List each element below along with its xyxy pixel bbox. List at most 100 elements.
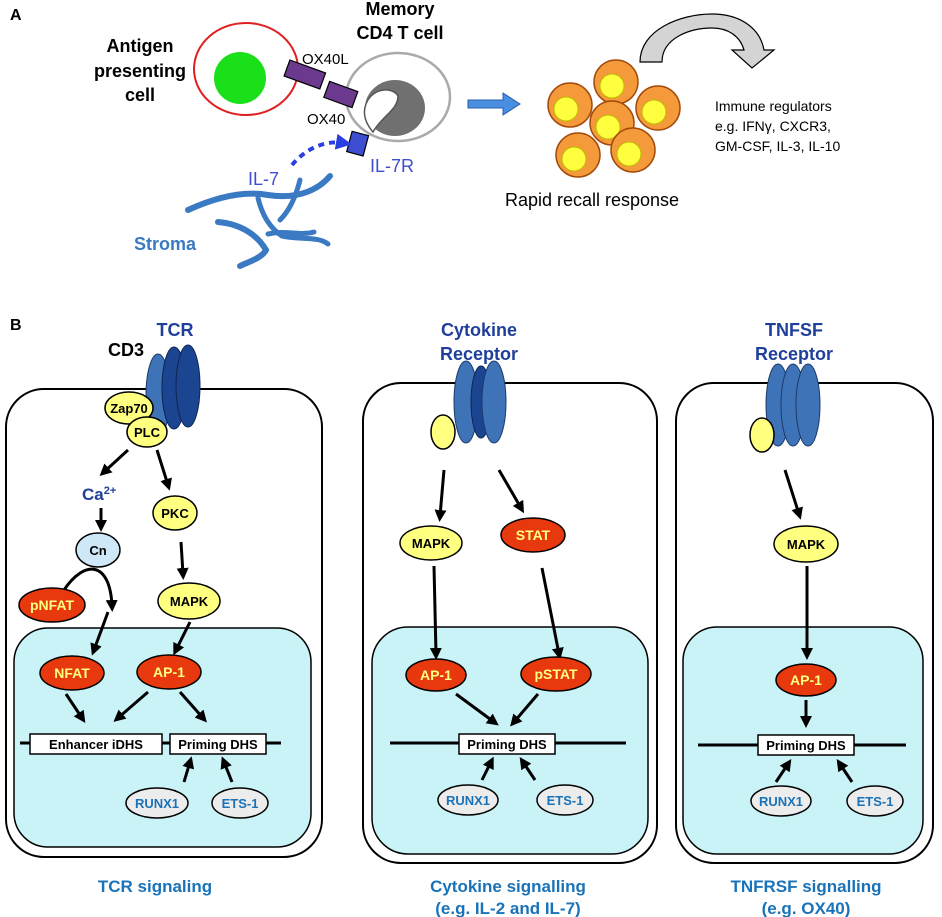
tnfsf-mapk-label: MAPK bbox=[787, 537, 826, 552]
cytokine-ets1-node bbox=[536, 784, 594, 816]
cytokine-priming-box bbox=[458, 733, 556, 755]
panel-b-label: B bbox=[10, 317, 22, 334]
il7-dashed-arrow bbox=[290, 133, 352, 167]
tnfsf-ets1-label: ETS-1 bbox=[857, 794, 894, 809]
il7-label: IL-7 bbox=[248, 169, 279, 189]
cytokine-ets1-arrow bbox=[519, 757, 537, 781]
pkc-node bbox=[152, 495, 198, 531]
ox40-receptor bbox=[323, 80, 359, 109]
tnfsf-receptor-3 bbox=[795, 363, 821, 447]
runx1-label: RUNX1 bbox=[135, 796, 179, 811]
cn-dephosphorylation-arrow bbox=[62, 567, 118, 612]
tnfsf-panel: TNFSF Receptor MAPK AP-1 Priming DHS RUN… bbox=[675, 320, 934, 917]
runx1-arrow bbox=[182, 756, 195, 783]
plc-to-pkc-arrow bbox=[155, 449, 172, 491]
cytokine-caption-2: (e.g. IL-2 and IL-7) bbox=[435, 899, 580, 917]
tcr-label: TCR bbox=[157, 320, 194, 340]
tnfsf-caption-2: (e.g. OX40) bbox=[762, 899, 851, 917]
plc-label: PLC bbox=[134, 425, 161, 440]
receptor-to-mapk-arrow bbox=[434, 469, 447, 522]
pstat-node bbox=[520, 656, 592, 692]
tcr-priming-label: Priming DHS bbox=[178, 737, 258, 752]
tnfsf-receptor-to-mapk-arrow bbox=[783, 469, 803, 520]
ap1-to-priming-arrow-2 bbox=[455, 692, 499, 726]
stat-label: STAT bbox=[516, 527, 551, 543]
tnfsf-runx1-arrow bbox=[774, 759, 792, 783]
il7r-label: IL-7R bbox=[370, 156, 414, 176]
regulators-line3: GM-CSF, IL-3, IL-10 bbox=[715, 138, 840, 154]
tnfsf-receptor-label-1: TNFSF bbox=[765, 320, 823, 340]
receptor-to-stat-arrow bbox=[497, 469, 525, 514]
apc-label-line1: Antigen bbox=[107, 36, 174, 56]
cytokine-receptor-label-2: Receptor bbox=[440, 344, 518, 364]
ca-label: Ca2+ bbox=[82, 485, 116, 504]
tnfsf-caption-1: TNFRSF signalling bbox=[730, 877, 881, 896]
stroma-fibers bbox=[185, 173, 333, 269]
memory-label-line2: CD4 T cell bbox=[356, 23, 443, 43]
cd3-label: CD3 bbox=[108, 340, 144, 360]
ap1-to-enhancer-arrow bbox=[113, 690, 149, 722]
recall-label: Rapid recall response bbox=[505, 190, 679, 210]
cytokine-kinase bbox=[430, 414, 456, 450]
mapk-node bbox=[157, 582, 221, 620]
cytokine-caption-1: Cytokine signalling bbox=[430, 877, 586, 896]
regulators-line1: Immune regulators bbox=[715, 98, 832, 114]
tnfsf-priming-box bbox=[757, 734, 855, 756]
ap1-node bbox=[136, 654, 202, 690]
tnfsf-mapk-node bbox=[773, 525, 839, 563]
cytokine-priming-label: Priming DHS bbox=[467, 737, 547, 752]
curved-arrow bbox=[639, 13, 776, 69]
stroma-label: Stroma bbox=[134, 234, 197, 254]
nfat-label: NFAT bbox=[54, 665, 90, 681]
pnfat-node bbox=[18, 587, 86, 623]
cytokine-ets1-label: ETS-1 bbox=[547, 793, 584, 808]
ap1-label: AP-1 bbox=[153, 664, 185, 680]
cytokine-ap1-node bbox=[405, 658, 467, 692]
cytokine-receptor-label-1: Cytokine bbox=[441, 320, 517, 340]
pkc-label: PKC bbox=[161, 506, 189, 521]
nfat-node bbox=[39, 655, 105, 691]
ets1-label: ETS-1 bbox=[222, 796, 259, 811]
tcr-priming-box bbox=[169, 733, 267, 755]
cytokine-runx1-arrow bbox=[480, 756, 494, 781]
tnfsf-priming-label: Priming DHS bbox=[766, 738, 846, 753]
pnfat-label: pNFAT bbox=[30, 597, 75, 613]
apc-label-line2: presenting bbox=[94, 61, 186, 81]
cn-node bbox=[75, 532, 121, 568]
tcr-caption: TCR signaling bbox=[98, 877, 212, 896]
cytokine-ap1-label: AP-1 bbox=[420, 667, 452, 683]
transition-arrow bbox=[467, 92, 521, 116]
memory-t-cell bbox=[344, 51, 452, 143]
zap70-label: Zap70 bbox=[110, 401, 148, 416]
il7r-receptor bbox=[345, 130, 370, 157]
zap70-node bbox=[104, 391, 154, 425]
pkc-to-mapk-arrow bbox=[176, 541, 189, 580]
tnfsf-runx1-label: RUNX1 bbox=[759, 794, 803, 809]
stat-to-pstat-arrow bbox=[540, 567, 564, 660]
tnfsf-ets1-arrow bbox=[836, 759, 854, 783]
mapk-to-ap1-arrow bbox=[173, 621, 192, 656]
cytokine-panel: Cytokine Receptor MAPK STAT AP-1 pSTAT P… bbox=[362, 320, 658, 917]
apc-label-line3: cell bbox=[125, 85, 155, 105]
pnfat-to-nfat-arrow bbox=[90, 611, 110, 656]
tnfsf-receptor-label-2: Receptor bbox=[755, 344, 833, 364]
memory-label-line1: Memory bbox=[365, 0, 434, 19]
cytokine-mapk-label: MAPK bbox=[412, 536, 451, 551]
plc-to-ca-arrow bbox=[99, 448, 130, 477]
tcr-receptor-2 bbox=[175, 344, 201, 428]
cytokine-receptor-3 bbox=[481, 360, 507, 444]
stat-node bbox=[500, 517, 566, 553]
ox40-label-text: OX40 bbox=[307, 111, 345, 128]
regulators-line2: e.g. IFNγ, CXCR3, bbox=[715, 118, 831, 134]
cn-label: Cn bbox=[89, 543, 106, 558]
antigen-presenting-cell bbox=[193, 22, 299, 116]
recall-cell-cluster bbox=[547, 59, 681, 178]
ets1-arrow bbox=[220, 756, 234, 783]
tnfsf-runx1-node bbox=[750, 785, 812, 817]
enhancer-box bbox=[29, 733, 163, 755]
cytokine-mapk-node bbox=[399, 525, 463, 561]
cytokine-runx1-label: RUNX1 bbox=[446, 793, 490, 808]
mapk-label: MAPK bbox=[170, 594, 209, 609]
runx1-node bbox=[125, 787, 189, 819]
